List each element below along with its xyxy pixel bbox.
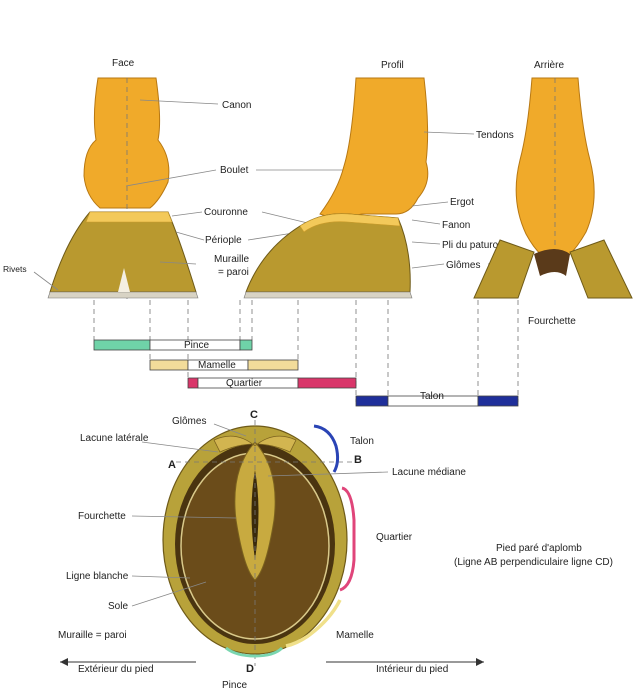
rear-view: Arrière xyxy=(474,60,632,298)
segment-pince: Pince xyxy=(94,340,252,351)
face-shoe-edge xyxy=(48,292,198,298)
sole-label-mamelle: Mamelle xyxy=(336,630,374,641)
label-fourchette-top: Fourchette xyxy=(528,316,576,327)
segment-label-pince: Pince xyxy=(184,340,209,351)
arrow-exterieur-head xyxy=(60,658,68,666)
view-title-profil: Profil xyxy=(381,60,404,71)
segment-mamelle: Mamelle xyxy=(150,360,298,371)
segment-quartier: Quartier xyxy=(188,378,356,389)
label-ergot: Ergot xyxy=(450,197,474,208)
label-interieur: Intérieur du pied xyxy=(376,664,448,675)
point-a: A xyxy=(168,459,176,471)
label-rivets: Rivets xyxy=(3,264,27,274)
sole-label-ligne-blanche: Ligne blanche xyxy=(66,571,129,582)
sole-label-muraille-paroi: Muraille = paroi xyxy=(58,630,127,641)
label-muraille-1: Muraille xyxy=(214,254,249,265)
sole-label-fourchette: Fourchette xyxy=(78,511,126,522)
sole-label-sole: Sole xyxy=(108,601,128,612)
label-exterieur: Extérieur du pied xyxy=(78,664,154,675)
profile-shoe-edge xyxy=(244,292,412,298)
segment-talon: Talon xyxy=(356,391,518,406)
arrow-interieur-head xyxy=(476,658,484,666)
label-glomes-top: Glômes xyxy=(446,260,480,271)
sole-label-quartier: Quartier xyxy=(376,532,413,543)
segment-label-talon: Talon xyxy=(420,391,444,402)
rear-heel-right xyxy=(570,240,632,298)
sole-label-lacune-mediane: Lacune médiane xyxy=(392,467,466,478)
rear-frog-cleft xyxy=(534,249,570,276)
sole-label-pince: Pince xyxy=(222,680,247,691)
view-title-arriere: Arrière xyxy=(534,60,564,71)
point-b: B xyxy=(354,454,362,466)
face-leg xyxy=(84,78,169,208)
profile-hoof-wall xyxy=(246,214,410,292)
sole-label-glomes: Glômes xyxy=(172,416,206,427)
note-line-2: (Ligne AB perpendiculaire ligne CD) xyxy=(454,557,613,568)
label-boulet: Boulet xyxy=(220,165,249,176)
view-title-face: Face xyxy=(112,58,135,69)
label-pli-paturon: Pli du paturon xyxy=(442,240,504,251)
face-view: Face xyxy=(48,58,198,300)
label-muraille-2: = paroi xyxy=(218,267,249,278)
label-periople: Périople xyxy=(205,235,242,246)
point-d: D xyxy=(246,663,254,675)
label-couronne: Couronne xyxy=(204,207,248,218)
sole-label-talon: Talon xyxy=(350,436,374,447)
note-line-1: Pied paré d'aplomb xyxy=(496,543,582,554)
sole-label-lacune-laterale: Lacune latérale xyxy=(80,433,149,444)
label-canon: Canon xyxy=(222,100,251,111)
profile-leg xyxy=(320,78,428,217)
label-fanon: Fanon xyxy=(442,220,470,231)
face-periople xyxy=(86,212,172,222)
sole-view xyxy=(163,420,356,666)
profile-view: Profil xyxy=(244,60,428,298)
label-tendons: Tendons xyxy=(476,130,514,141)
point-c: C xyxy=(250,409,258,421)
segment-label-quartier: Quartier xyxy=(226,378,263,389)
segment-label-mamelle: Mamelle xyxy=(198,360,236,371)
